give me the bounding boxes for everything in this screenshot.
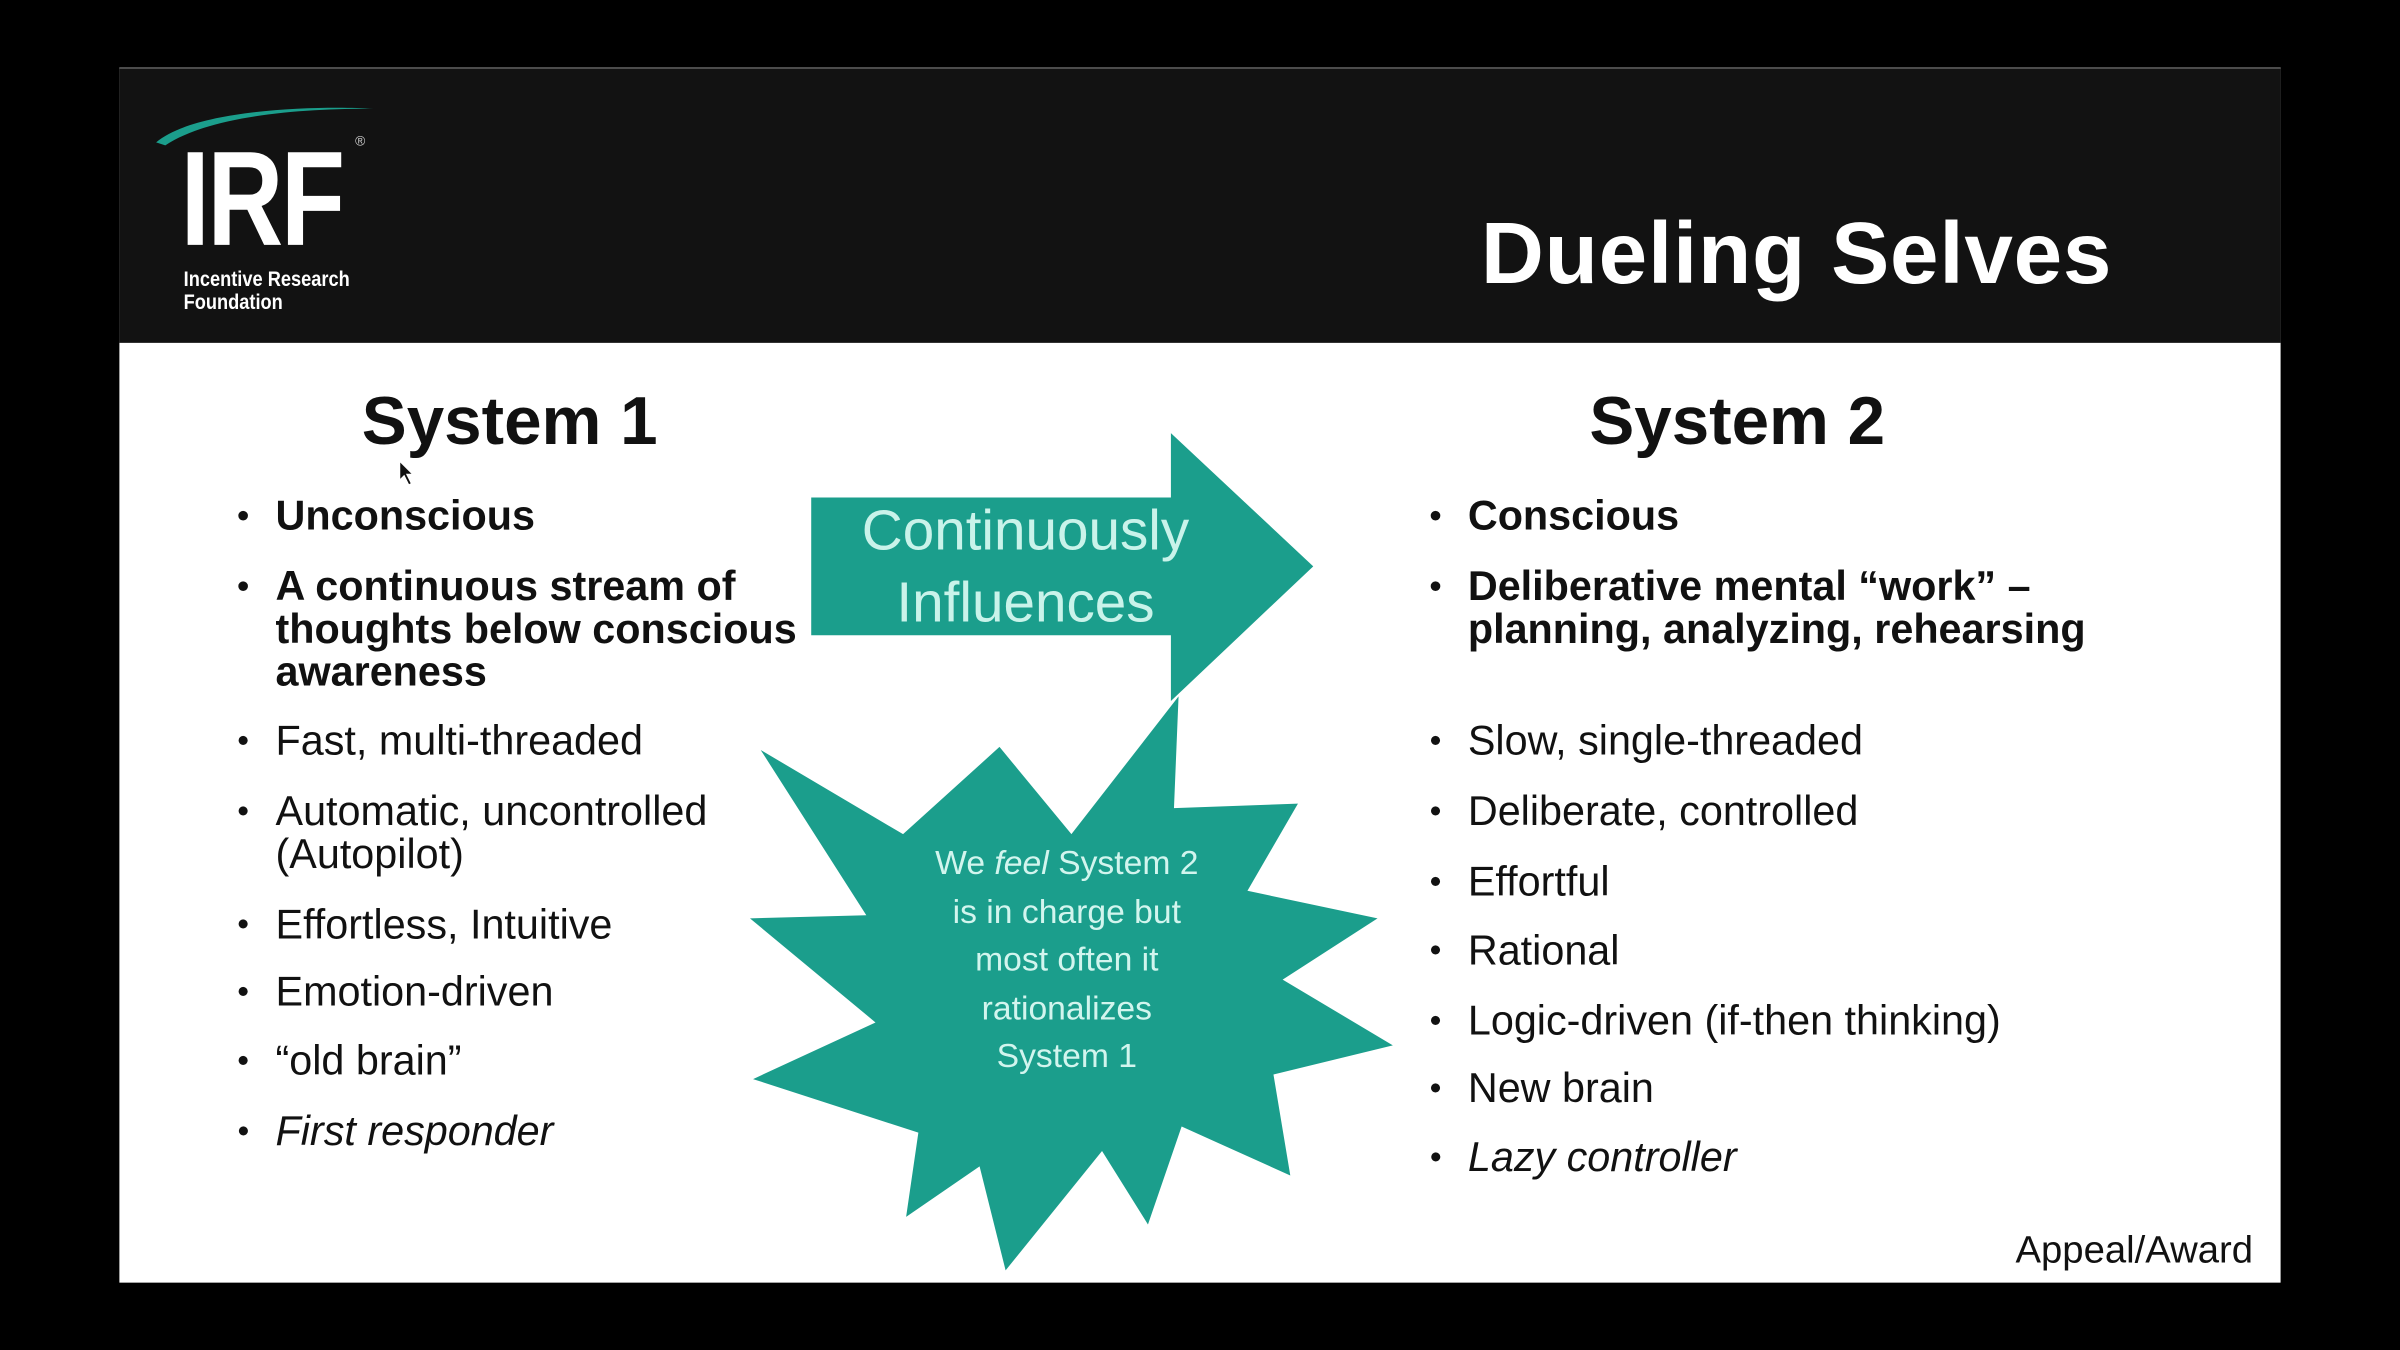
system1-bullet-item: Effortless, Intuitive: [237, 903, 803, 946]
system2-bullet-item: Conscious: [1430, 494, 2103, 537]
arrow-label-line-2: Influences: [896, 570, 1155, 634]
logo-line-1: Incentive Research: [183, 266, 350, 291]
mouse-cursor-icon: [398, 459, 416, 487]
system1-bullet-item: Automatic, uncontrolled (Autopilot): [237, 790, 803, 876]
system1-heading: System 1: [361, 384, 658, 460]
arrow-label: Continuously Influences: [842, 494, 1209, 638]
logo-line-2: Foundation: [183, 289, 283, 314]
logo-registered: ®: [355, 133, 366, 149]
system2-bullet-item: Deliberate, controlled: [1430, 790, 2103, 833]
starburst-emphasis: feel: [994, 843, 1049, 882]
system2-bullet-item: Effortful: [1430, 860, 2103, 903]
system2-bullet-item: Rational: [1430, 929, 2103, 972]
logo-name: Incentive Research Foundation: [183, 266, 350, 314]
system1-bullet-item: Emotion-driven: [237, 970, 803, 1013]
system2-heading: System 2: [1589, 384, 1886, 460]
starburst-line-2: is in charge but: [952, 891, 1182, 930]
logo-mark: IRF: [180, 122, 345, 274]
starburst-line-5: System 1: [996, 1036, 1137, 1075]
system1-bullet-item: A continuous stream of thoughts below co…: [237, 565, 803, 694]
starburst-line-1: We feel System 2: [883, 839, 1250, 887]
starburst-shape: [749, 696, 1393, 1271]
slide-header: IRF ® Incentive Research Foundation Duel…: [119, 67, 2281, 343]
system2-bullet-item: Deliberative mental “work” – planning, a…: [1430, 565, 2103, 651]
system2-bullet-item: Lazy controller: [1430, 1136, 2103, 1179]
system1-bullet-item: Fast, multi-threaded: [237, 719, 803, 762]
starburst-pre: We: [935, 843, 995, 882]
system2-bullet-item: Logic-driven (if-then thinking): [1430, 999, 2103, 1042]
starburst-line-4: rationalizes: [981, 988, 1152, 1027]
starburst-post: System 2: [1048, 843, 1199, 882]
slide-title: Dueling Selves: [1480, 205, 2113, 304]
system2-bullet-item: New brain: [1430, 1067, 2103, 1110]
starburst-line-3: most often it: [975, 939, 1159, 979]
irf-logo: IRF ® Incentive Research Foundation: [150, 99, 395, 329]
logo-swoosh-icon: [156, 107, 374, 146]
system1-bullet-item: “old brain”: [237, 1039, 803, 1082]
system1-bullet-item: Unconscious: [237, 494, 803, 537]
system2-bullet-item: Slow, single-threaded: [1430, 719, 2103, 762]
arrow-right-shape: [811, 433, 1314, 702]
footer-label: Appeal/Award: [2015, 1229, 2254, 1272]
arrow-label-line-1: Continuously: [861, 498, 1190, 562]
system1-bullet-item: First responder: [237, 1110, 803, 1153]
starburst-label: We feel System 2 is in charge but most o…: [883, 839, 1250, 1080]
